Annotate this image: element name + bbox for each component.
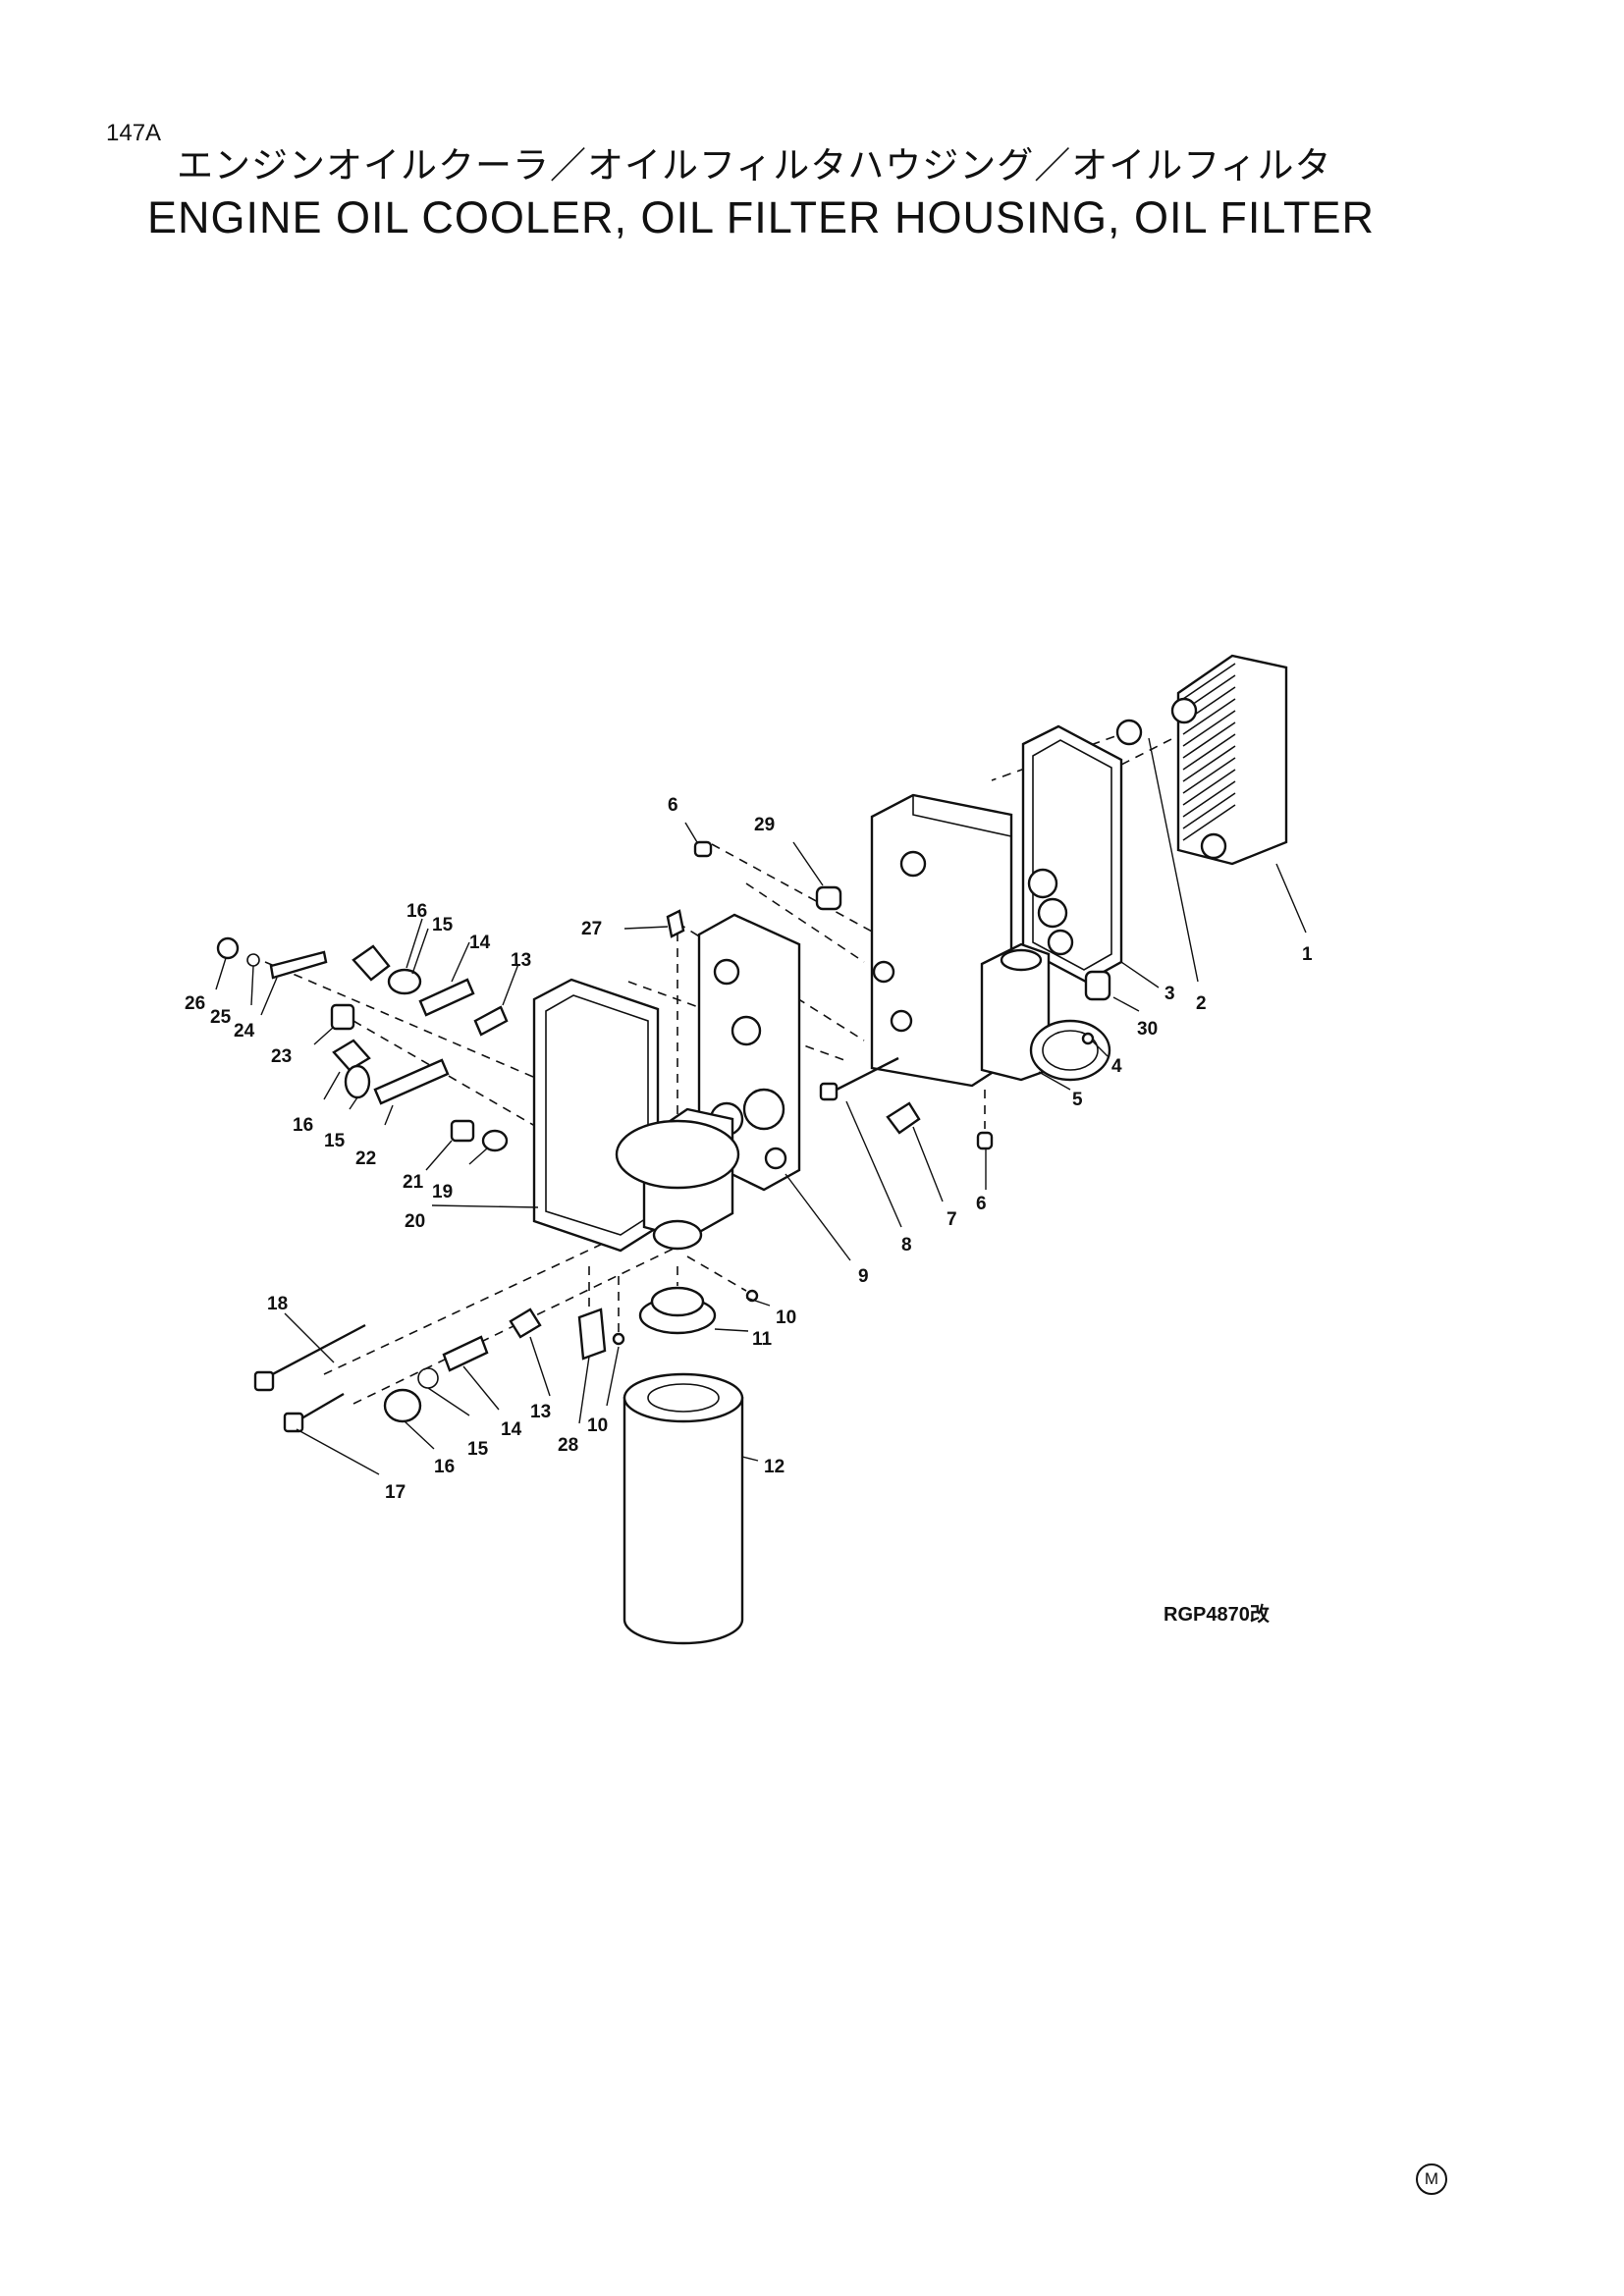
callout-26: 26 xyxy=(185,993,205,1014)
bolt-part-17 xyxy=(283,1392,345,1433)
callout-27: 27 xyxy=(581,919,602,939)
callout-29: 29 xyxy=(754,815,775,835)
callout-13: 13 xyxy=(511,950,531,971)
plug-part-6-lower xyxy=(976,1131,994,1150)
title-english: ENGINE OIL COOLER, OIL FILTER HOUSING, O… xyxy=(147,192,1376,242)
callout-11: 11 xyxy=(752,1329,773,1350)
valve-parts-lower xyxy=(332,1039,509,1152)
callout-17: 17 xyxy=(385,1482,406,1503)
callout-9: 9 xyxy=(858,1266,869,1287)
callout-25: 25 xyxy=(210,1007,232,1028)
circled-m-mark-icon: M xyxy=(1416,2163,1447,2195)
adapter-part-11 xyxy=(638,1286,717,1335)
callout-14: 14 xyxy=(469,933,491,953)
oil-filter-part-12 xyxy=(623,1372,744,1645)
plug-part-4 xyxy=(1081,1032,1095,1045)
callout-6: 6 xyxy=(668,795,678,816)
callout-15: 15 xyxy=(432,915,454,935)
drawing-reference-code: RGP4870改 xyxy=(1164,1604,1270,1626)
callout-1: 1 xyxy=(1302,944,1313,965)
callout-4: 4 xyxy=(1111,1056,1122,1077)
callout-2: 2 xyxy=(1196,993,1207,1014)
callout-16: 16 xyxy=(406,901,427,922)
callout-22: 22 xyxy=(355,1148,376,1169)
plug-part-6-upper xyxy=(693,840,713,858)
callout-14b: 14 xyxy=(501,1419,522,1440)
callout-labels: 1 2 3 4 5 6 29 27 16 15 14 13 26 25 24 2… xyxy=(185,795,1313,1503)
bolt-part-8 xyxy=(819,1056,899,1101)
callout-10: 10 xyxy=(776,1308,796,1328)
title-japanese: エンジンオイルクーラ／オイルフィルタハウジング／オイルフィルタ xyxy=(177,144,1332,187)
callout-24: 24 xyxy=(234,1021,255,1041)
filter-head-part-20 xyxy=(532,978,740,1253)
callout-19: 19 xyxy=(432,1182,453,1202)
callout-16b: 16 xyxy=(293,1115,313,1136)
callout-15b: 15 xyxy=(324,1131,346,1151)
callout-3: 3 xyxy=(1164,984,1175,1004)
fitting-part-7 xyxy=(886,1101,921,1135)
callout-21: 21 xyxy=(403,1172,424,1193)
callout-20: 20 xyxy=(405,1211,425,1232)
callout-13b: 13 xyxy=(530,1402,551,1422)
callout-23: 23 xyxy=(271,1046,292,1067)
callout-10b: 10 xyxy=(587,1415,608,1436)
plug-part-30 xyxy=(1084,970,1111,1001)
valve-parts-bottom xyxy=(383,1308,625,1423)
clip-part-27 xyxy=(666,909,685,938)
callout-18: 18 xyxy=(267,1294,288,1314)
leader-lines xyxy=(215,737,1307,1475)
callout-16c: 16 xyxy=(434,1457,455,1477)
callout-15c: 15 xyxy=(467,1439,489,1460)
bolt-part-18 xyxy=(253,1323,366,1392)
callout-7: 7 xyxy=(947,1209,957,1230)
callout-6b: 6 xyxy=(976,1194,987,1214)
valve-parts-upper xyxy=(216,936,509,1037)
callout-5: 5 xyxy=(1072,1090,1083,1110)
oil-cooler-part-1 xyxy=(1170,654,1288,866)
o-ring-part-2 xyxy=(1115,719,1143,746)
plug-part-29 xyxy=(815,885,842,911)
callout-30: 30 xyxy=(1137,1019,1158,1040)
callout-12: 12 xyxy=(764,1457,785,1477)
callout-28: 28 xyxy=(558,1435,578,1456)
page-number: 147A xyxy=(106,120,162,146)
callout-8: 8 xyxy=(901,1235,912,1255)
cooler-gasket-part-3 xyxy=(1021,724,1123,984)
